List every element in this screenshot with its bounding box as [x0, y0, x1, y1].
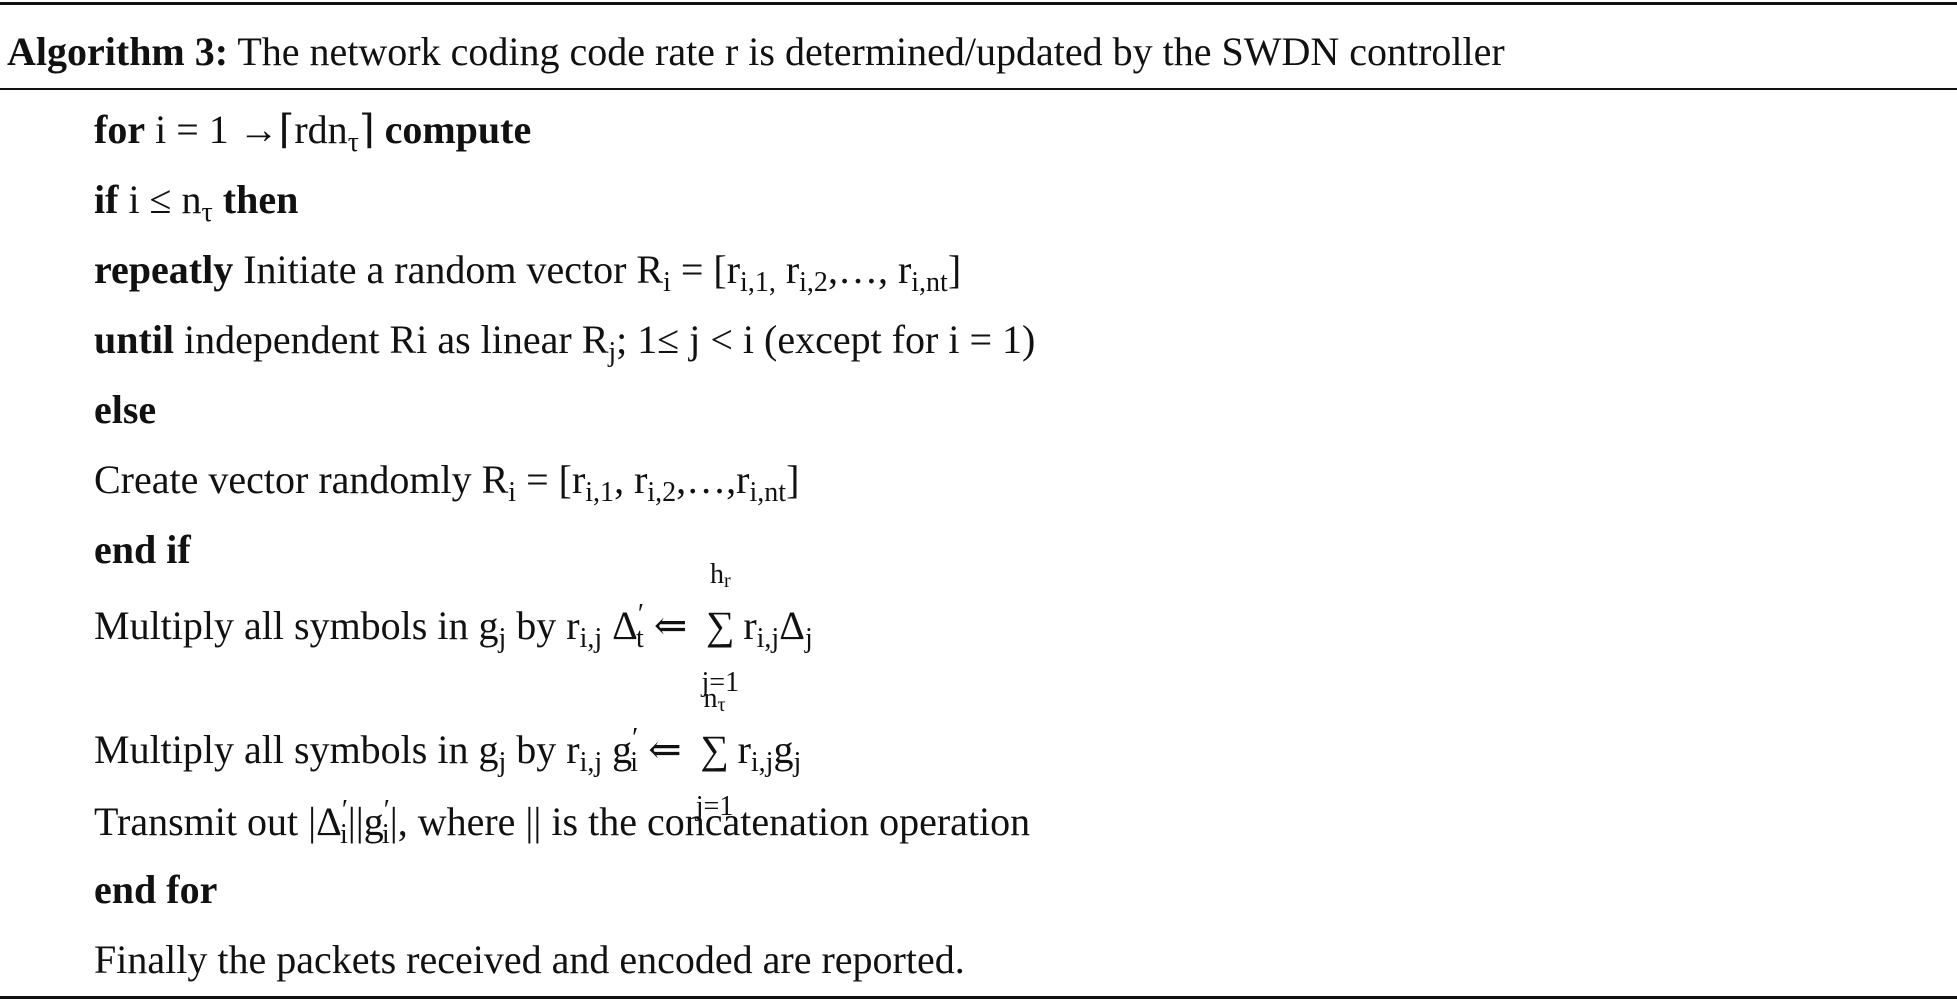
line-10-sub-b: i	[381, 819, 390, 850]
line-10-prime-b: ′	[383, 795, 390, 826]
line-4-sub-a: j	[608, 337, 617, 368]
line-9-sub-a: j	[498, 747, 507, 778]
line-9-g: g	[602, 727, 633, 772]
line-10-sub-a: i	[339, 819, 348, 850]
sum-8-sigma: ∑	[706, 603, 735, 648]
line-2-text: i ≤ n	[128, 177, 202, 222]
line-9-text-a: Multiply all symbols in g	[94, 727, 499, 772]
line-3-text-e: ]	[947, 247, 962, 292]
algorithm-title: The network coding code rate r is determ…	[237, 29, 1505, 74]
algo-line-8: Multiply all symbols in gj by ri,j Δ′t ⇐…	[94, 561, 813, 697]
line-6-text-d: ,…,r	[676, 457, 750, 502]
algo-line-5: else	[94, 383, 156, 437]
line-12-text: Finally the packets received and encoded…	[94, 937, 965, 982]
line-9-sub-f: j	[793, 747, 802, 778]
line-4-text-a: independent Ri as linear R	[184, 317, 609, 362]
line-9-sub-e: i,j	[750, 747, 774, 778]
line-1-sub: τ	[347, 127, 359, 158]
line-8-sub-b: i,j	[579, 623, 603, 654]
summation-8: hr ∑ j=1	[697, 561, 743, 697]
line-9-text-e: r	[737, 727, 751, 772]
keyword-for: for	[94, 107, 146, 152]
line-2-sub: τ	[201, 197, 213, 228]
line-9-sub-i: i	[630, 747, 639, 778]
sum-9-upper: nτ	[703, 683, 726, 716]
line-3-sub-c: i,2	[799, 267, 828, 298]
sum-9-lower: j=1	[695, 791, 734, 822]
line-8-text-f: Δ	[779, 603, 805, 648]
keyword-if: if	[94, 177, 119, 222]
line-1-text: i = 1 →⌈rdn	[155, 107, 348, 152]
line-9-prime: ′	[632, 723, 639, 754]
line-10-text-c: |, where || is the concatenation operati…	[389, 799, 1031, 844]
line-10-text-a: Transmit out |Δ	[94, 799, 342, 844]
line-9-text-b: by r	[506, 727, 580, 772]
algo-line-4: until independent Ri as linear Rj; 1≤ j …	[94, 313, 1035, 367]
sum-9-sigma: ∑	[700, 727, 729, 772]
line-3-text-b: = [r	[670, 247, 741, 292]
keyword-compute: compute	[384, 107, 532, 152]
line-1-ceil: ⌉	[358, 107, 375, 152]
line-3-sub-d: i,nt	[911, 267, 948, 298]
line-6-sub-b: i,1	[585, 477, 615, 508]
line-8-arrow: ⇐	[643, 603, 688, 648]
summation-9: nτ ∑ j=1	[692, 685, 738, 821]
line-6-text-a: Create vector randomly R	[94, 457, 509, 502]
algo-line-12: Finally the packets received and encoded…	[94, 933, 965, 987]
line-8-text-a: Multiply all symbols in g	[94, 603, 499, 648]
algo-line-9: Multiply all symbols in gj by ri,j g′i ⇐…	[94, 685, 802, 821]
sum-8-lower: j=1	[701, 667, 740, 698]
line-8-delta: Δ	[602, 603, 638, 648]
algo-line-10: Transmit out |Δ′i||g′i|, where || is the…	[94, 795, 1030, 849]
line-6-sub-d: i,nt	[749, 477, 787, 508]
line-6-sub-c: i,2	[647, 477, 677, 508]
line-8-text-e: r	[743, 603, 757, 648]
algorithm-caption: Algorithm 3: The network coding code rat…	[7, 25, 1505, 79]
line-8-sub-t: t	[636, 623, 644, 654]
algo-line-7: end if	[94, 523, 191, 577]
top-rule	[0, 2, 1957, 5]
line-8-prime: ′	[637, 599, 645, 630]
line-3-text-d: ,…, r	[827, 247, 912, 292]
keyword-until: until	[94, 317, 175, 362]
algorithm-label: Algorithm 3:	[7, 29, 229, 74]
line-9-sub-b: i,j	[579, 747, 603, 778]
line-8-text-b: by r	[506, 603, 580, 648]
line-9-text-f: g	[773, 727, 794, 772]
algo-line-1: for i = 1 →⌈rdnτ⌉ compute	[94, 103, 531, 157]
keyword-end-if: end if	[94, 527, 191, 572]
line-6-text-c: , r	[614, 457, 648, 502]
line-8-sub-a: j	[498, 623, 507, 654]
algo-line-3: repeatly Initiate a random vector Ri = […	[94, 243, 961, 297]
line-3-text-a: Initiate a random vector R	[243, 247, 664, 292]
algo-line-11: end for	[94, 863, 217, 917]
algo-line-2: if i ≤ nτ then	[94, 173, 298, 227]
line-4-text-b: ; 1≤ j < i (except for i = 1)	[616, 317, 1036, 362]
line-8-sub-e: i,j	[756, 623, 780, 654]
line-10-prime-a: ′	[341, 795, 348, 826]
line-10-text-b: ||g	[347, 799, 384, 844]
keyword-then: then	[222, 177, 299, 222]
line-9-arrow: ⇐	[638, 727, 682, 772]
line-6-text-e: ]	[786, 457, 800, 502]
line-6-text-b: = [r	[516, 457, 586, 502]
bottom-rule	[0, 996, 1957, 999]
caption-rule	[0, 88, 1957, 90]
sum-8-upper: hr	[709, 559, 731, 592]
line-3-sub-b: i,1,	[740, 267, 776, 298]
keyword-repeatly: repeatly	[94, 247, 234, 292]
keyword-end-for: end for	[94, 867, 218, 912]
line-8-sub-f: j	[804, 623, 813, 654]
line-6-sub-a: i	[508, 477, 517, 508]
algo-line-6: Create vector randomly Ri = [ri,1, ri,2,…	[94, 453, 799, 507]
line-3-text-c: r	[775, 247, 800, 292]
line-3-sub-a: i	[663, 267, 671, 298]
keyword-else: else	[94, 387, 157, 432]
